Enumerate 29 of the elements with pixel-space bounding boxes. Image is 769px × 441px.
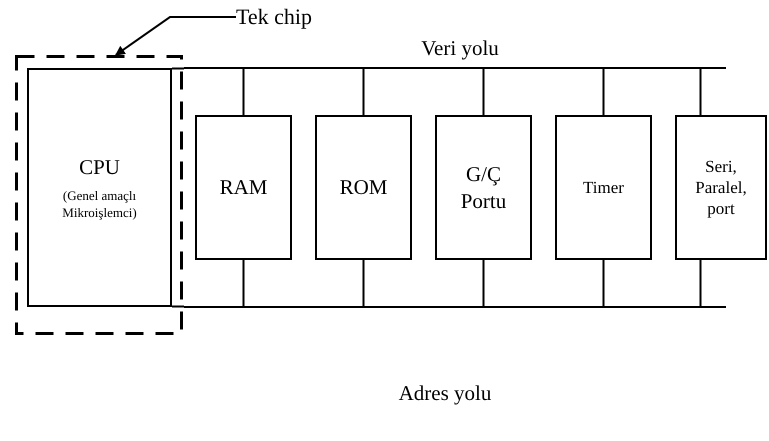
bus-connector [172,306,184,308]
module-block [195,115,292,260]
block-title: RAM [218,174,268,201]
block-subtitle: (Genel amaçlı Mikroişlemci) [61,188,138,221]
bus-label: Adres yolu [398,383,492,404]
block-title: CPU [78,154,121,180]
module-block [315,115,412,260]
bus-connector [242,260,244,306]
bus-connector [362,260,364,306]
bus-connector [602,69,604,115]
cpu-block [27,68,172,307]
bus-connector [482,260,484,306]
module-block [435,115,532,260]
block-title: ROM [338,174,388,201]
block-title: Seri, Paralel, port [694,156,748,220]
bus-connector [602,260,604,306]
bus-connector [242,69,244,115]
bus-connector [700,69,702,115]
block-title: Timer [582,176,625,198]
bus-label: Veri yolu [420,38,500,59]
bus-connector [482,69,484,115]
leader-line [114,16,236,56]
module-block [675,115,767,260]
chip-label: Tek chip [236,2,316,32]
module-block [555,115,652,260]
bus-connector [172,68,184,70]
bus-connector [700,260,702,306]
bus-connector [362,69,364,115]
block-title: G/Ç Portu [460,161,508,214]
